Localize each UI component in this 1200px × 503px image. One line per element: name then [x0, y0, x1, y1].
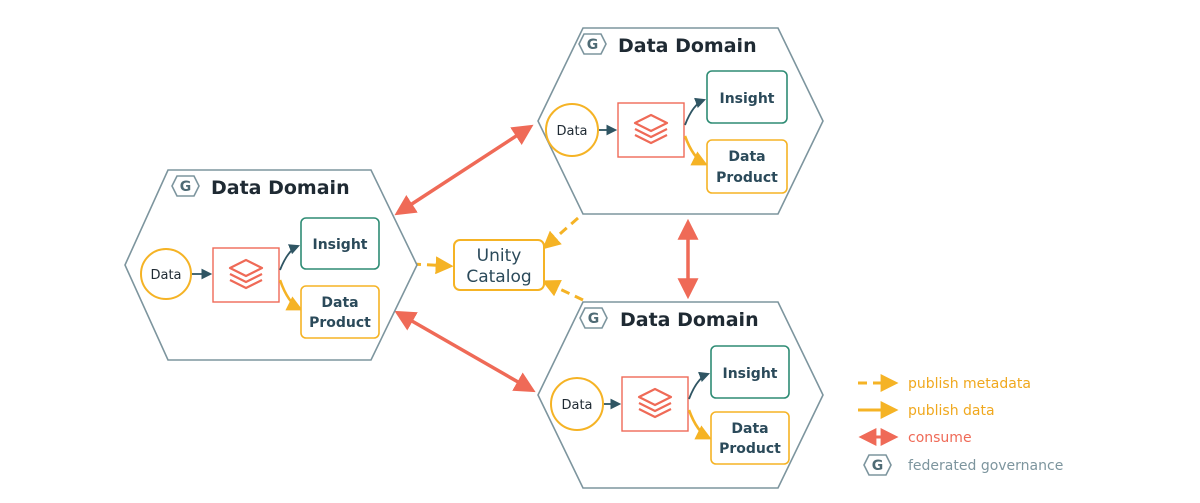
data-source-circle — [550, 377, 604, 431]
data-domain-left: G Data Domain Data Insight Data Product — [124, 169, 418, 361]
legend-publish-data: publish data — [908, 403, 995, 419]
data-product-line2: Product — [719, 441, 781, 457]
data-product-line1: Data — [321, 295, 358, 311]
insight-box — [710, 345, 790, 399]
data-source-circle — [140, 248, 192, 300]
insight-label: Insight — [313, 237, 368, 253]
legend: publish metadata publish data consume G … — [858, 374, 1063, 476]
domain-title: Data Domain — [618, 35, 757, 57]
consume-arrow-left-top — [394, 124, 534, 216]
databricks-stack-icon — [637, 387, 673, 419]
data-domain-bottom: G Data Domain Data Insight Data Product — [537, 301, 824, 489]
legend-publish-metadata: publish metadata — [908, 376, 1031, 392]
governance-g-letter: G — [587, 37, 599, 53]
governance-g-icon — [171, 175, 200, 197]
databricks-stack-icon — [633, 113, 669, 145]
metadata-arrow-bottom — [541, 280, 584, 302]
insight-label: Insight — [723, 366, 778, 382]
legend-g-letter: G — [872, 458, 884, 474]
governance-g-letter: G — [180, 179, 192, 195]
legend-consume: consume — [908, 430, 972, 446]
data-source-label: Data — [150, 268, 181, 283]
data-product-box — [710, 411, 790, 465]
governance-g-letter: G — [588, 311, 600, 327]
data-product-box — [706, 139, 788, 194]
data-domain-top: G Data Domain Data Insight Data Product — [537, 27, 824, 215]
unity-catalog-line1: Unity — [477, 246, 522, 266]
unity-catalog: Unity Catalog — [453, 239, 545, 291]
data-product-box — [300, 285, 380, 339]
data-source-label: Data — [561, 398, 592, 413]
insight-label: Insight — [720, 91, 775, 107]
legend-governance-g-icon — [863, 454, 892, 476]
data-product-line1: Data — [728, 149, 765, 165]
data-product-line2: Product — [309, 315, 371, 331]
unity-catalog-line2: Catalog — [466, 267, 531, 287]
insight-box — [300, 217, 380, 270]
databricks-box — [617, 102, 685, 158]
metadata-arrow-left — [411, 256, 454, 275]
databricks-stack-icon — [228, 258, 264, 290]
data-source-circle — [545, 103, 599, 157]
insight-box — [706, 70, 788, 124]
consume-arrow-left-bottom — [394, 310, 536, 393]
metadata-arrow-top — [542, 216, 579, 250]
governance-g-icon — [578, 33, 607, 55]
data-product-line2: Product — [716, 170, 778, 186]
legend-federated-governance: federated governance — [908, 458, 1063, 474]
domain-title: Data Domain — [211, 177, 350, 199]
data-product-line1: Data — [731, 421, 768, 437]
data-source-label: Data — [556, 124, 587, 139]
domain-title: Data Domain — [620, 309, 759, 331]
governance-g-icon — [579, 307, 608, 329]
